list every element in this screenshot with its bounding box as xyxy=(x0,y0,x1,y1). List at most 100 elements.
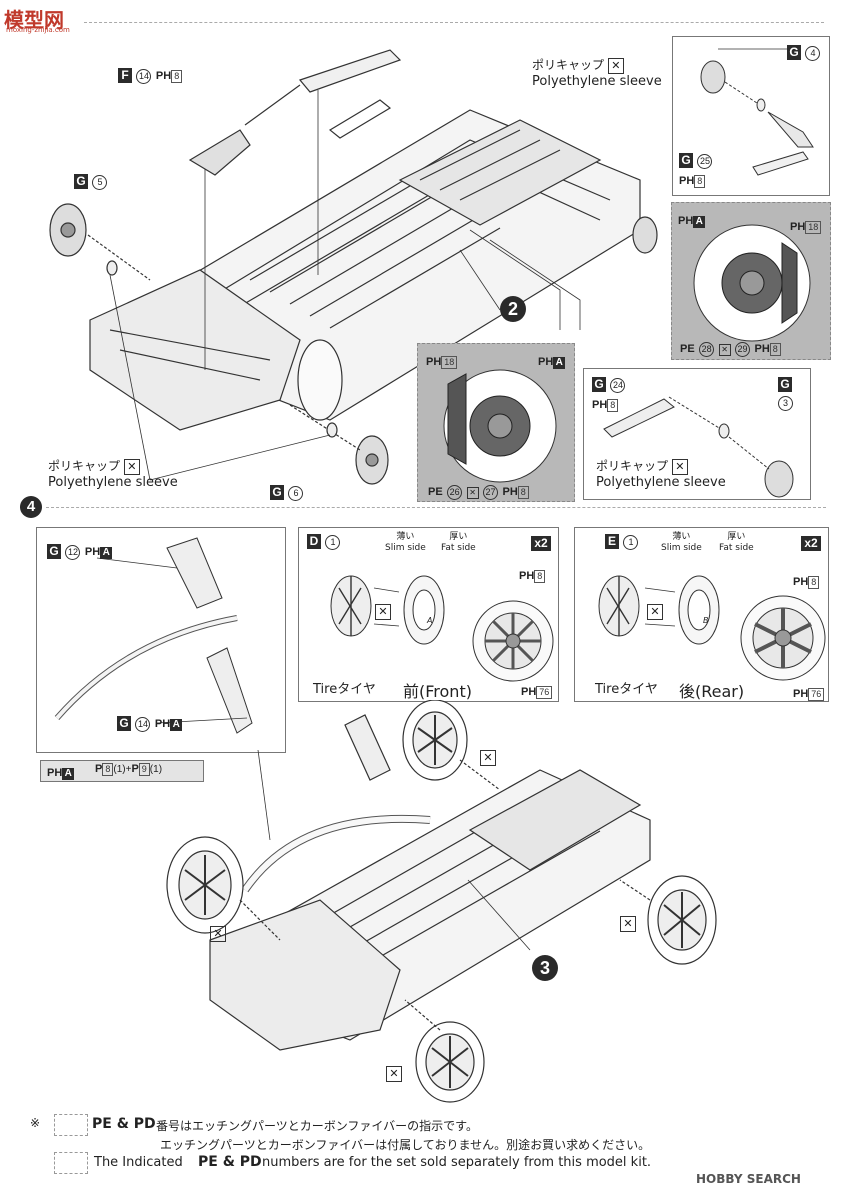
paint-ph: PH xyxy=(538,356,554,368)
fat-side-label: 厚い Fat side xyxy=(441,532,476,554)
part-letter: G xyxy=(270,485,284,500)
tire-mark: A xyxy=(427,616,433,625)
paint-ph: PH xyxy=(790,221,806,233)
paint-ph: PH xyxy=(155,70,172,82)
paint-number: 8 xyxy=(694,175,706,188)
polycap-jp: ポリキャップ xyxy=(532,58,605,72)
step-4-divider xyxy=(46,507,826,508)
part-letter: G xyxy=(117,716,131,731)
polycap-icon-rl: ✕ xyxy=(386,1064,402,1082)
pe-number-b: 29 xyxy=(735,342,751,357)
footer-note: ※ PE & PD 番号はエッチングパーツとカーボンファイバーの指示です。 エッ… xyxy=(30,1114,820,1194)
polycap-icon-fl: ✕ xyxy=(210,924,226,942)
slim-side-label: 薄い Slim side xyxy=(385,532,426,554)
lower-chassis-diagram xyxy=(166,700,717,1103)
mix-b: 9 xyxy=(138,763,150,776)
footer-mark: ※ xyxy=(30,1116,41,1130)
paint-number: 8 xyxy=(534,570,546,583)
fat-en: Fat side xyxy=(441,543,476,553)
slim-jp: 薄い xyxy=(396,532,415,542)
footer-pepd-1: PE & PD xyxy=(92,1116,156,1132)
slim-side-label: 薄い Slim side xyxy=(661,532,702,554)
top-divider xyxy=(84,22,824,23)
step-3-marker: 3 xyxy=(532,955,558,981)
part-letter: G xyxy=(47,544,61,559)
footer-line-3-post: numbers are for the set sold separately … xyxy=(262,1155,652,1170)
mix-plus: + xyxy=(125,764,132,775)
fat-jp: 厚い xyxy=(727,532,746,542)
cross-icon: ✕ xyxy=(466,487,479,499)
fat-jp: 厚い xyxy=(449,532,468,542)
part-label-g5: G 5 xyxy=(74,172,108,190)
paint-ph: PH xyxy=(519,570,535,582)
footer-box-1 xyxy=(54,1114,88,1136)
quantity-badge: x2 xyxy=(531,536,551,551)
brake-drawing-b xyxy=(693,224,811,342)
paint-ph: PH xyxy=(793,576,809,588)
part-letter: E xyxy=(605,534,619,549)
polycap-en: Polyethylene sleeve xyxy=(532,74,662,89)
pe-label: PE xyxy=(680,343,695,355)
slim-en: Slim side xyxy=(661,543,702,553)
part-number: 4 xyxy=(805,46,821,61)
mix-b-ratio: (1) xyxy=(149,764,163,775)
paint-ph: PH xyxy=(793,688,809,700)
upper-chassis-diagram xyxy=(49,49,658,485)
paint-number: 8 xyxy=(517,486,529,499)
part-number: 12 xyxy=(65,545,81,560)
watermark: HOBBY SEARCH xyxy=(696,1172,801,1186)
part-number: 5 xyxy=(92,175,108,190)
part-number: 3 xyxy=(778,396,793,411)
part-number: 24 xyxy=(610,378,626,393)
rear-label: 後(Rear) xyxy=(679,682,745,701)
polycap-jp: ポリキャップ xyxy=(48,459,121,473)
front-label: 前(Front) xyxy=(403,682,472,701)
part-number: 1 xyxy=(623,535,639,550)
paint-ph: PH xyxy=(426,356,442,368)
pe-label: PE xyxy=(428,486,443,498)
paint-number: 76 xyxy=(536,686,553,699)
paint-number: 18 xyxy=(441,356,458,369)
part-letter: D xyxy=(307,534,321,549)
part-letter: G xyxy=(679,153,693,168)
polycap-note-left: ポリキャップ ✕ Polyethylene sleeve xyxy=(48,457,178,490)
part-label-e1: E 1 xyxy=(605,532,639,550)
part-number: 14 xyxy=(135,717,151,732)
pe-number-b: 27 xyxy=(483,485,499,500)
polycap-icon: ✕ xyxy=(123,459,140,475)
footer-line-3-pre: The Indicated xyxy=(94,1155,183,1170)
paint-ph: PH xyxy=(592,399,608,411)
paint-ph: PH xyxy=(84,546,101,558)
detail-drawing-g4 xyxy=(700,48,814,176)
part-label-g4: G 4 xyxy=(787,43,821,61)
paint-ph: PH xyxy=(679,175,695,187)
footer-line-2: エッチングパーツとカーボンファイバーは付属しておりません。別途お買い求めください… xyxy=(160,1138,651,1152)
step-4-marker: 4 xyxy=(20,496,42,518)
step-2-marker: 2 xyxy=(500,296,526,322)
paint-ph: PH xyxy=(678,215,694,227)
footer-line-1: 番号はエッチングパーツとカーボンファイバーの指示です。 xyxy=(156,1119,478,1133)
polycap-icon-rear: ✕ xyxy=(647,600,663,620)
footer-pepd-2: PE & PD xyxy=(198,1154,262,1170)
paint-ph: PH xyxy=(754,343,770,355)
brake-drawing-a xyxy=(443,369,557,483)
part-label-g6: G 6 xyxy=(270,483,304,501)
slim-en: Slim side xyxy=(385,543,426,553)
front-wheel-drawing xyxy=(330,575,554,682)
polycap-en: Polyethylene sleeve xyxy=(48,475,178,490)
